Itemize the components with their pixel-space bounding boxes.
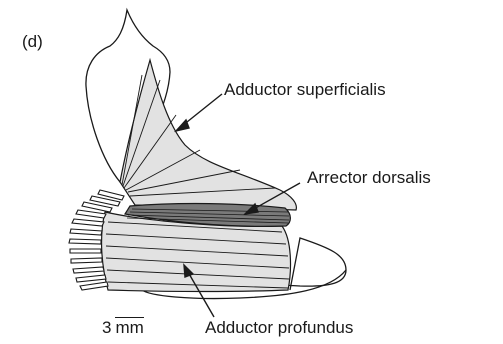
label-arrector-dorsalis: Arrector dorsalis <box>307 169 431 186</box>
scale-bar-unit: mm <box>115 317 143 336</box>
label-adductor-superficialis: Adductor superficialis <box>224 81 386 98</box>
label-adductor-profundus: Adductor profundus <box>205 319 353 336</box>
scale-bar-value: 3 <box>102 318 111 337</box>
panel-label: (d) <box>22 33 43 50</box>
